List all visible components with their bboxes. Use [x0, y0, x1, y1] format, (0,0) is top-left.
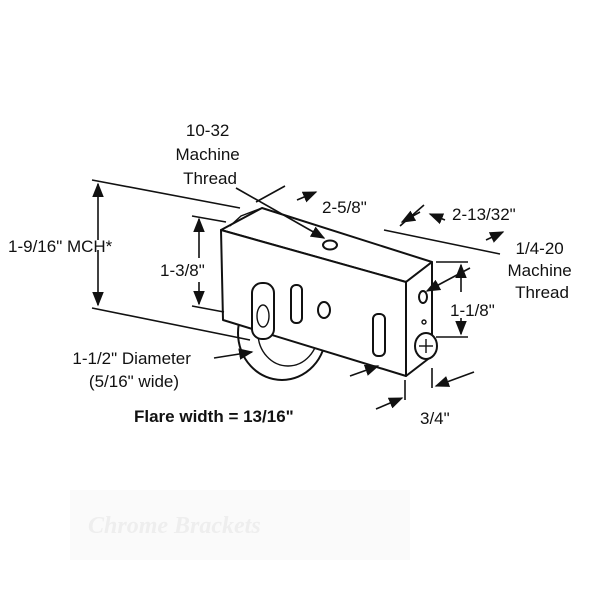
- label-side-thread: 1/4-20 Machine Thread: [508, 239, 577, 302]
- adjust-slot: [251, 282, 275, 340]
- mch-ext-bottom: [91, 307, 251, 341]
- depth-ext-right: [399, 204, 425, 227]
- label-width: 3/4": [420, 409, 450, 428]
- side-rivet: [421, 319, 427, 325]
- front-hole: [317, 301, 331, 319]
- label-depth-side: 2-13/32": [452, 205, 516, 224]
- depth-arrow-left: [296, 191, 318, 203]
- roller-assembly: [220, 207, 438, 381]
- side-thread-leader: [425, 267, 471, 292]
- front-slot-right: [372, 313, 386, 357]
- dimension-lines: [91, 179, 505, 410]
- side-depth-arrow-right: [485, 231, 505, 243]
- label-wheel-diameter: 1-1/2" Diameter (5/16" wide): [72, 349, 195, 391]
- top-thread-hole: [322, 239, 338, 251]
- label-flare-width: Flare width = 13/16": [134, 407, 294, 426]
- width-arrow-left: [375, 397, 404, 410]
- watermark-box: [70, 490, 410, 560]
- width-arrow-right: [434, 371, 475, 387]
- label-top-thread: 10-32 Machine Thread: [176, 121, 245, 188]
- side-thread-hole: [418, 290, 428, 304]
- depth-arrow-right: [400, 210, 421, 223]
- front-slot-left: [290, 284, 303, 324]
- dimension-labels: 10-32 Machine Thread 2-5/8" 2-13/32" 1/4…: [8, 121, 577, 428]
- label-depth-top: 2-5/8": [322, 198, 367, 217]
- flare-arrow: [349, 364, 380, 377]
- label-side-height: 1-1/8": [450, 301, 495, 320]
- mch-ext-top: [91, 179, 241, 209]
- wheel-leader: [213, 348, 254, 360]
- top-thread-leader: [235, 187, 326, 239]
- watermark-text: Chrome Brackets: [88, 513, 261, 539]
- label-body-height: 1-3/8": [160, 261, 205, 280]
- side-depth-arrow-left: [428, 213, 446, 225]
- axle-rivet: [256, 304, 270, 328]
- depth-ext-left: [255, 185, 286, 203]
- label-overall-height: 1-9/16" MCH*: [8, 237, 113, 256]
- housing-rear-edge: [229, 207, 263, 227]
- body-ext-top: [191, 215, 227, 223]
- body-ext-bottom: [191, 305, 225, 313]
- side-depth-ext: [383, 229, 501, 255]
